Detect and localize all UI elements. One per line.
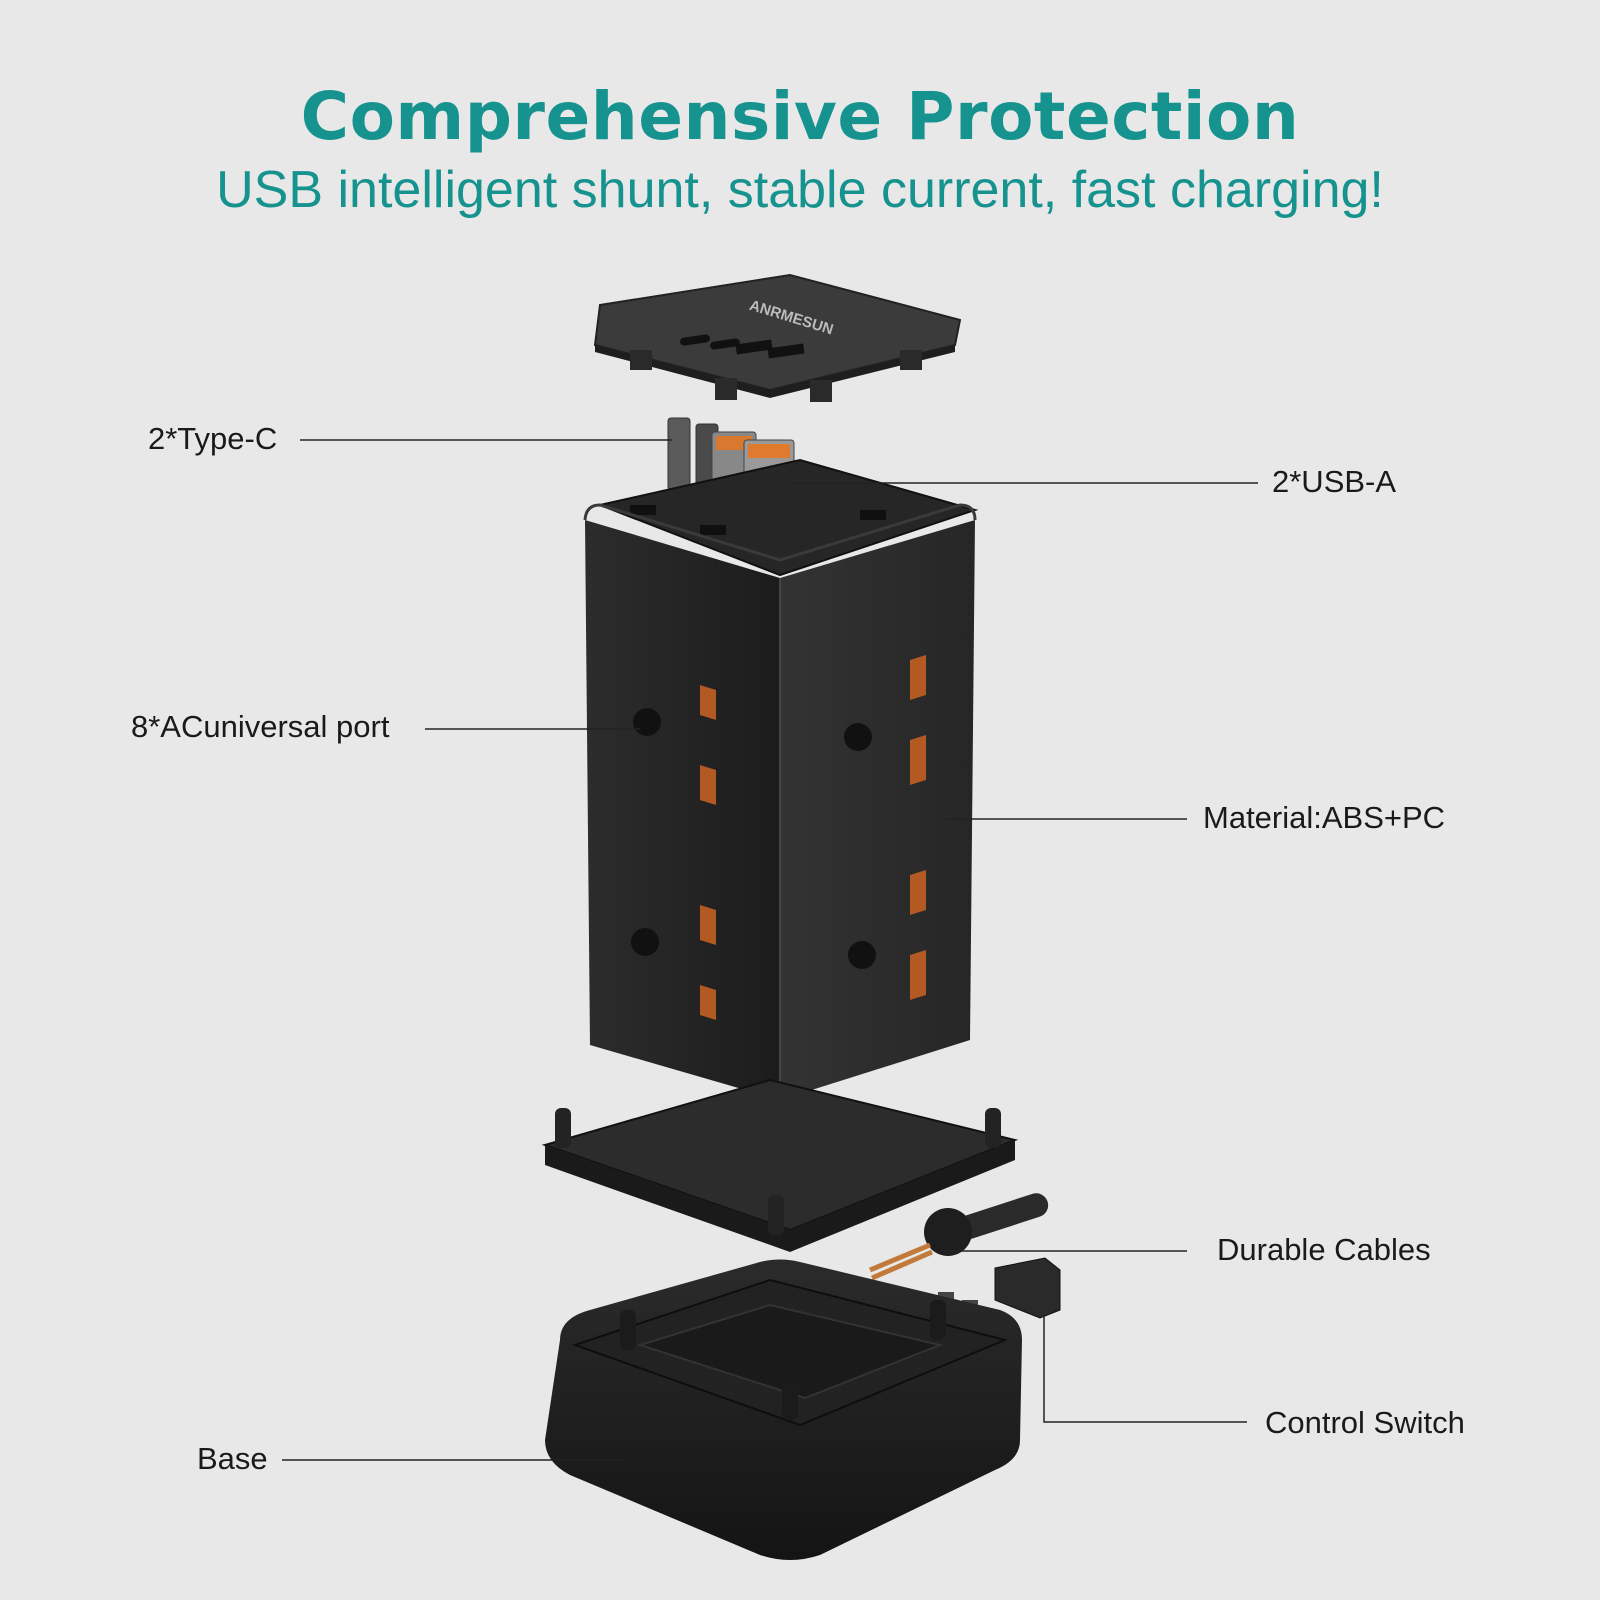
bottom-plate (541, 1078, 1019, 1252)
callout-lines (282, 439, 1258, 1461)
power-tower (583, 458, 979, 1100)
label-base: Base (197, 1441, 268, 1476)
leader-switch (1043, 1315, 1247, 1423)
label-control-switch: Control Switch (1265, 1405, 1465, 1440)
ac-socket (844, 655, 926, 785)
ac-socket (633, 685, 716, 805)
top-cover: ANRMESUN (593, 273, 962, 402)
label-ac-port: 8*ACuniversal port (131, 709, 390, 744)
label-type-c: 2*Type-C (148, 421, 278, 456)
base (0, 1259, 1022, 1560)
page-subtitle: USB intelligent shunt, stable current, f… (216, 161, 1384, 219)
ac-socket (631, 905, 716, 1020)
label-usb-a: 2*USB-A (1272, 464, 1397, 499)
power-cable-assembly (869, 1193, 1049, 1281)
page-title: Comprehensive Protection (300, 78, 1300, 155)
ac-socket (848, 870, 926, 1000)
label-cables: Durable Cables (1217, 1232, 1431, 1267)
label-material: Material:ABS+PC (1203, 800, 1446, 835)
